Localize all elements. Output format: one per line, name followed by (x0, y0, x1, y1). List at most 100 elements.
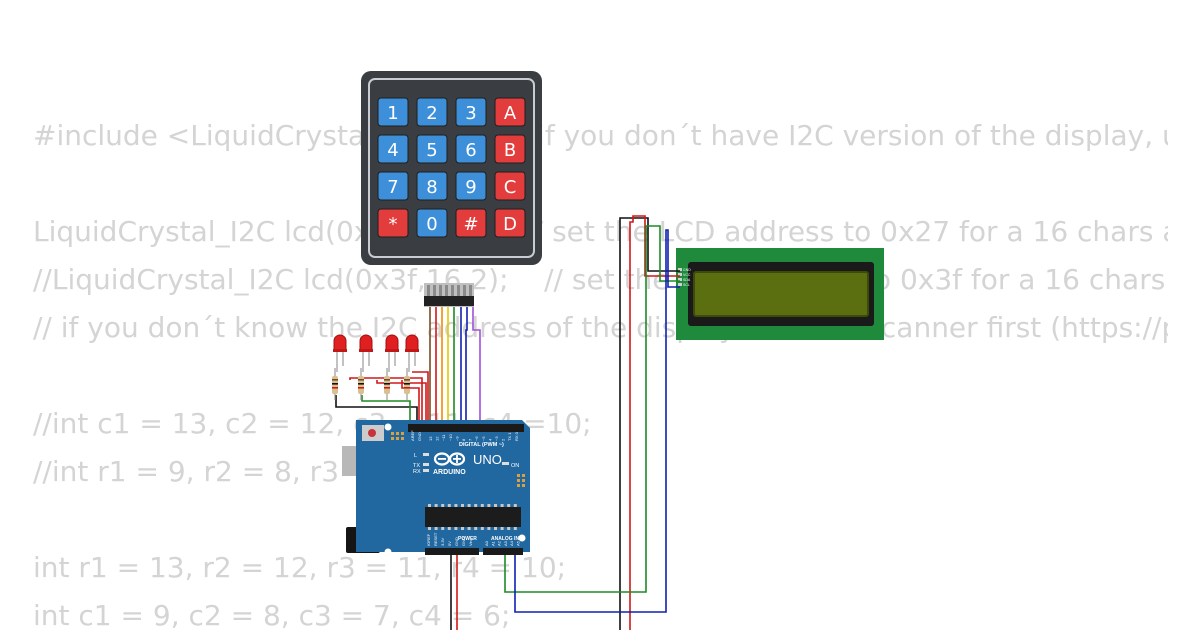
resistor (404, 368, 410, 400)
wire-lcd-gnd (619, 217, 680, 630)
key-label: 2 (426, 103, 437, 124)
key-8[interactable]: 8 (416, 171, 448, 201)
wire-led-3 (401, 380, 420, 425)
key-c[interactable]: C (494, 171, 526, 201)
key-label: 1 (387, 103, 398, 124)
key-label: 6 (465, 140, 476, 161)
wire-keypad-7 (465, 307, 468, 425)
lcd-pin-label: SDA (683, 278, 691, 282)
digital-pin-label: 13 (428, 436, 433, 441)
key-0[interactable]: 0 (416, 208, 448, 238)
key-d[interactable]: D (494, 208, 526, 238)
digital-pin-label: ~10 (448, 433, 453, 441)
wire-led-gnd-2 (361, 395, 411, 425)
key-label: 5 (426, 140, 437, 161)
led (359, 334, 373, 372)
arduino-uno: UNO ARDUINO DIGITAL (PWM ~) POWER ANALOG… (342, 420, 530, 556)
power-pin-label: RESET (433, 532, 438, 546)
analog-header (483, 548, 523, 555)
wire-led-gnd (335, 395, 418, 425)
power-pin-label: 5V (447, 541, 452, 546)
key-4[interactable]: 4 (377, 134, 409, 164)
arduino-logo (433, 452, 466, 466)
key-b[interactable]: B (494, 134, 526, 164)
atmega-chip (425, 507, 521, 527)
analog-pin-label: A4 (509, 540, 514, 546)
digital-pin-label: ~5 (481, 436, 486, 441)
key-9[interactable]: 9 (455, 171, 487, 201)
digital-pin-label: ~11 (441, 434, 446, 441)
wire-lcd-vcc (629, 215, 680, 630)
key-star[interactable]: * (377, 208, 409, 238)
digital-pin-label: 7 (468, 438, 473, 441)
power-pin-label: GND (454, 537, 459, 546)
key-label: D (503, 214, 517, 235)
key-label: 7 (387, 177, 398, 198)
led (405, 334, 419, 372)
digital-header-label: DIGITAL (PWM ~) (459, 442, 504, 448)
digital-pin-label: 4 (487, 438, 492, 441)
digital-pin-label: 12 (435, 436, 440, 441)
on-led-label: ON (511, 463, 519, 469)
icsp-header (391, 432, 525, 487)
key-1[interactable]: 1 (377, 97, 409, 127)
led (333, 334, 347, 372)
arduino-brand: ARDUINO (433, 469, 466, 476)
wire-keypad-8 (472, 307, 481, 425)
digital-pin-label: ~6 (474, 436, 479, 441)
key-7[interactable]: 7 (377, 171, 409, 201)
key-label: 3 (465, 103, 476, 124)
keypad-connector (424, 283, 474, 307)
key-6[interactable]: 6 (455, 134, 487, 164)
wire-led-4 (412, 371, 429, 425)
gnd-pin-label: GND (417, 432, 422, 441)
power-header (425, 548, 479, 555)
lcd-pin-label: GND (683, 268, 691, 272)
resistor (384, 368, 390, 400)
digital-pin-label: 2 (501, 438, 506, 441)
led (385, 334, 399, 372)
key-label: A (504, 103, 517, 124)
keypad-inner-border (368, 78, 535, 258)
led-group (332, 334, 419, 400)
digital-header (408, 424, 524, 432)
power-pin-label: GND (461, 537, 466, 546)
key-label: 0 (426, 214, 437, 235)
wire-lcd-sda (504, 225, 680, 593)
digital-pin-label: RX 0 (514, 431, 519, 441)
aref-pin-label: AREF (410, 430, 415, 441)
arduino-model: UNO (473, 452, 502, 467)
analog-pin-label: A0 (484, 540, 489, 546)
resistor (332, 368, 338, 400)
digital-pin-label: ~3 (494, 436, 499, 441)
tx-label: TX (413, 463, 420, 469)
key-hash[interactable]: # (455, 208, 487, 238)
key-label: # (463, 214, 478, 235)
key-a[interactable]: A (494, 97, 526, 127)
key-label: 8 (426, 177, 437, 198)
analog-pin-label: A5 (516, 540, 521, 546)
lcd-pin-label: SCL (683, 283, 690, 287)
rx-label: RX (413, 469, 421, 475)
power-pin-label: Vin (468, 540, 473, 546)
key-3[interactable]: 3 (455, 97, 487, 127)
analog-header-label: ANALOG IN (491, 536, 519, 542)
key-label: 9 (465, 177, 476, 198)
resistor (358, 368, 364, 400)
digital-pin-label: ~9 (454, 436, 459, 441)
key-5[interactable]: 5 (416, 134, 448, 164)
power-pin-label: IOREF (426, 533, 431, 546)
reset-button[interactable] (368, 429, 376, 437)
key-label: 4 (387, 140, 398, 161)
wires (335, 215, 680, 630)
l-label: L (414, 453, 417, 459)
lcd-pin-label: VCC (683, 273, 691, 277)
key-label: C (504, 177, 517, 198)
key-2[interactable]: 2 (416, 97, 448, 127)
